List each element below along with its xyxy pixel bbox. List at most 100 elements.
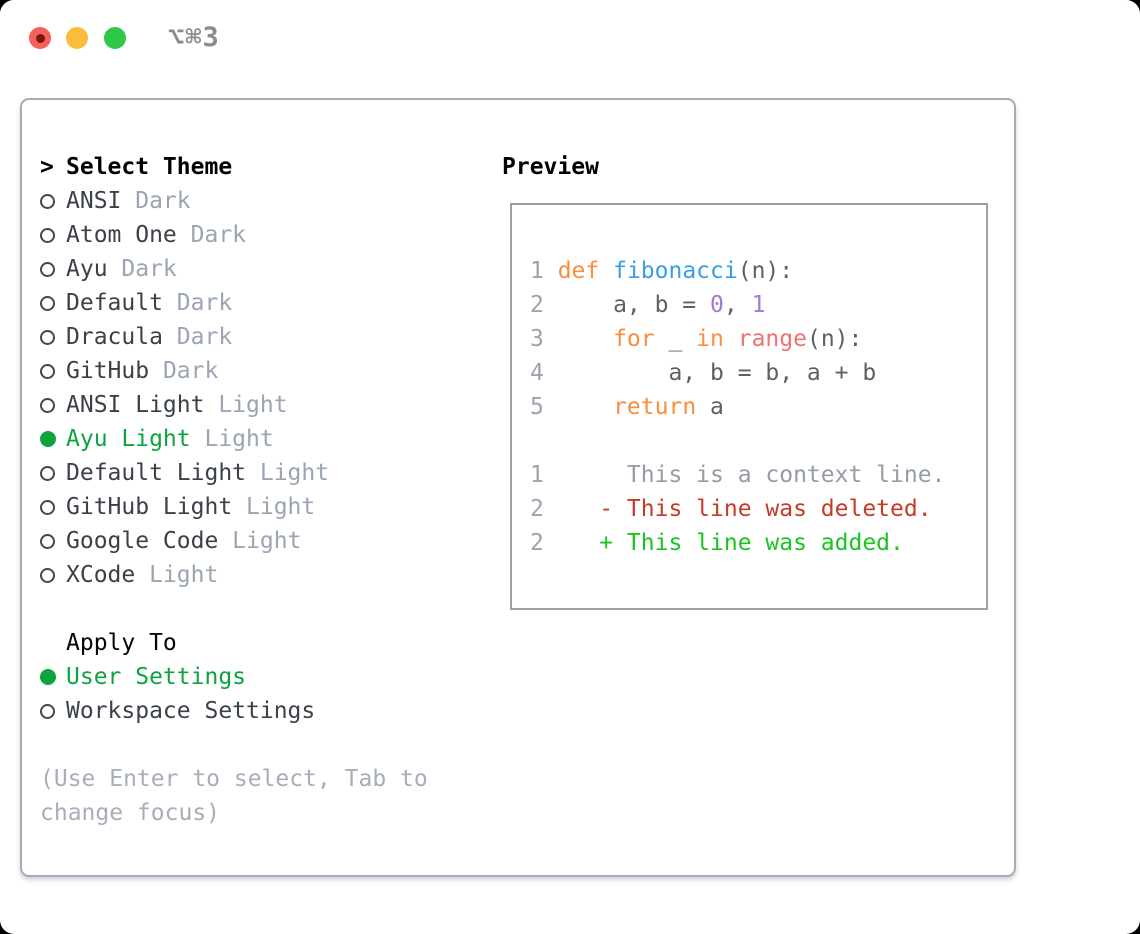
- zoom-button[interactable]: [104, 27, 126, 49]
- spacer-row: [40, 728, 460, 762]
- code-segment: (n):: [737, 258, 794, 284]
- code-segment: (n):: [806, 326, 863, 352]
- code-segment: a: [696, 394, 724, 420]
- code-segment: This is a context line.: [557, 462, 946, 488]
- apply-to-header: Apply To: [40, 626, 460, 660]
- theme-option[interactable]: ANSI Light Light: [40, 388, 460, 422]
- theme-option[interactable]: Default Dark: [40, 286, 460, 320]
- option-label: Atom One Dark: [66, 222, 246, 248]
- option-label: Workspace Settings: [66, 698, 315, 724]
- close-button[interactable]: [29, 27, 51, 49]
- select-theme-title: Select Theme: [66, 154, 233, 180]
- option-name: GitHub Light: [66, 494, 233, 520]
- apply-to-option[interactable]: Workspace Settings: [40, 694, 460, 728]
- minimize-button[interactable]: [66, 27, 88, 49]
- variant-badge: Dark: [149, 358, 219, 384]
- line-number: 2: [530, 496, 544, 522]
- code-segment: 1: [751, 292, 766, 318]
- option-name: Atom One: [66, 222, 177, 248]
- code-segment: + This line was added.: [557, 530, 904, 556]
- spacer-row: [40, 592, 460, 626]
- option-label: GitHub Dark: [66, 358, 218, 384]
- option-name: Default Light: [66, 460, 247, 486]
- option-name: XCode: [66, 562, 136, 588]
- radio-icon: [40, 567, 55, 583]
- variant-badge: Dark: [176, 222, 247, 248]
- variant-badge: Light: [204, 392, 288, 418]
- code-line: 4 a, b = b, a + b: [530, 356, 986, 390]
- option-name: GitHub: [66, 358, 150, 384]
- option-label: Dracula Dark: [66, 324, 232, 350]
- title-bar[interactable]: ⌥⌘3: [0, 0, 1140, 76]
- option-label: Ayu Dark: [66, 256, 177, 282]
- code-segment: [558, 394, 613, 420]
- radio-icon: [40, 703, 55, 719]
- option-label: Default Light Light: [66, 460, 329, 486]
- apply-to-title: Apply To: [66, 630, 177, 656]
- theme-option[interactable]: Ayu Light Light: [40, 422, 460, 456]
- option-name: ANSI: [66, 188, 122, 214]
- code-segment: def: [557, 258, 600, 284]
- option-name: Dracula: [66, 324, 163, 350]
- option-label: ANSI Light Light: [66, 392, 288, 418]
- modified-dot-icon: [35, 33, 45, 43]
- option-label: Default Dark: [66, 290, 232, 316]
- line-number: 2: [530, 292, 544, 318]
- radio-icon: [40, 397, 55, 413]
- window-title: ⌥⌘3: [168, 22, 220, 53]
- radio-icon: [40, 465, 55, 481]
- code-line: 2 - This line was deleted.: [530, 492, 986, 526]
- code-segment: [558, 326, 613, 352]
- theme-option[interactable]: Atom One Dark: [40, 218, 460, 252]
- variant-badge: Light: [232, 494, 316, 520]
- code-segment: range: [737, 326, 807, 352]
- radio-icon: [40, 533, 55, 549]
- theme-option[interactable]: ANSI Dark: [40, 184, 460, 218]
- radio-icon: [40, 261, 55, 277]
- theme-option[interactable]: Ayu Dark: [40, 252, 460, 286]
- radio-icon: [40, 329, 55, 345]
- code-segment: a, b =: [557, 292, 711, 318]
- code-segment: ,: [723, 292, 752, 318]
- code-line: 3 for _ in range(n):: [530, 322, 986, 356]
- option-name: Default: [66, 290, 163, 316]
- line-number: 1: [530, 258, 544, 284]
- option-label: XCode Light: [66, 562, 218, 588]
- line-number: 2: [530, 530, 544, 556]
- radio-selected-icon: [40, 431, 56, 447]
- code-segment: in: [696, 326, 724, 352]
- theme-option[interactable]: Google Code Light: [40, 524, 460, 558]
- option-name: ANSI Light: [66, 392, 205, 418]
- option-name: Google Code: [66, 528, 219, 554]
- code-line: 2 a, b = 0, 1: [530, 288, 986, 322]
- option-label: Google Code Light: [66, 528, 301, 554]
- code-segment: _: [654, 326, 697, 352]
- theme-option[interactable]: XCode Light: [40, 558, 460, 592]
- variant-badge: Dark: [162, 290, 233, 316]
- line-number: 4: [530, 360, 544, 386]
- theme-option[interactable]: Default Light Light: [40, 456, 460, 490]
- preview-title: Preview: [502, 154, 599, 180]
- line-number: 5: [530, 394, 544, 420]
- line-number: 1: [530, 462, 544, 488]
- radio-icon: [40, 363, 55, 379]
- radio-icon: [40, 193, 55, 209]
- variant-badge: Dark: [121, 188, 191, 214]
- option-name: Ayu Light: [66, 426, 191, 452]
- code-line: 5 return a: [530, 390, 986, 424]
- blank-line: [530, 424, 986, 458]
- theme-option[interactable]: Dracula Dark: [40, 320, 460, 354]
- theme-option[interactable]: GitHub Light Light: [40, 490, 460, 524]
- code-segment: return: [613, 394, 697, 420]
- variant-badge: Light: [135, 562, 219, 588]
- theme-option[interactable]: GitHub Dark: [40, 354, 460, 388]
- option-name: User Settings: [66, 664, 247, 690]
- radio-icon: [40, 499, 55, 515]
- apply-to-option[interactable]: User Settings: [40, 660, 460, 694]
